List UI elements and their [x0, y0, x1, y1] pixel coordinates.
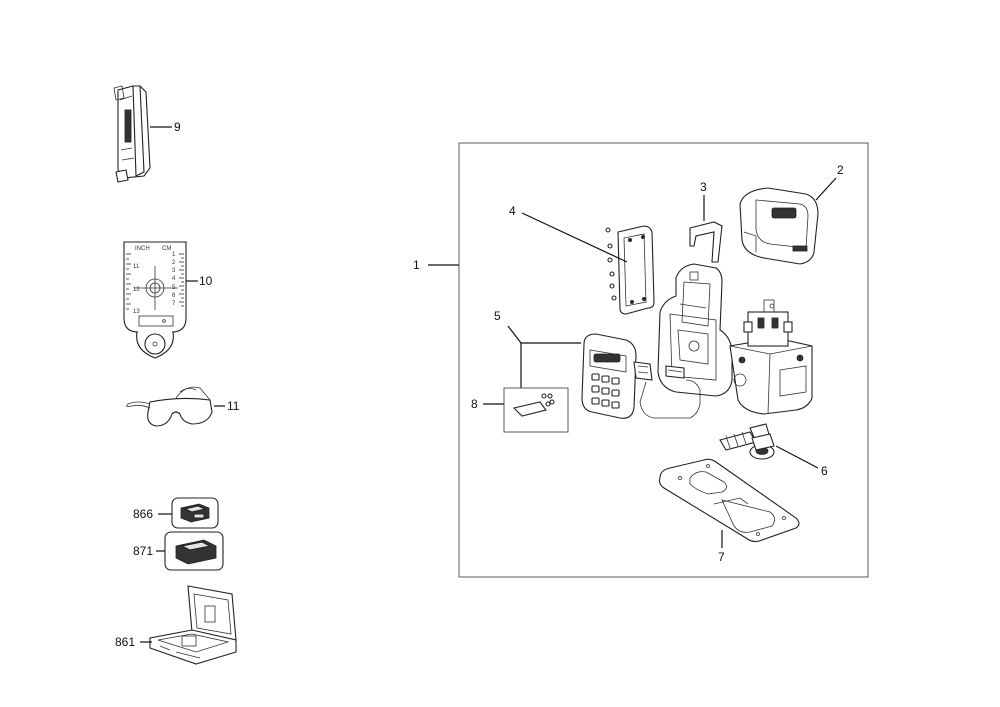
- target-card-header-right: CM: [162, 246, 171, 252]
- callout-2: 2: [837, 163, 844, 177]
- leader-5-diagonal: [507, 325, 522, 344]
- target-card-right-tick-1: 1: [172, 252, 176, 258]
- target-card-right-tick-7: 7: [172, 301, 176, 307]
- part-861-carrying-case: [149, 585, 237, 665]
- part-871-charger: [164, 531, 224, 571]
- part-4-gasket-plate: [605, 225, 655, 315]
- assembly-frame: [458, 142, 869, 578]
- target-card-right-tick-2: 2: [172, 260, 176, 266]
- callout-11: 11: [227, 399, 240, 413]
- internal-mechanism: [729, 299, 813, 415]
- target-card-header-left: INCH: [135, 246, 150, 252]
- callout-861: 861: [115, 635, 135, 649]
- part-10-target-card: INCH CM 11 12 13 1 2 3 4 5 6 7: [123, 241, 187, 359]
- callout-5: 5: [494, 309, 501, 323]
- part-866-battery: [171, 497, 219, 529]
- target-card-left-tick-3: 13: [133, 309, 140, 315]
- part-8-label-kit: [503, 387, 569, 433]
- leader-6: [775, 445, 819, 469]
- callout-8: 8: [471, 397, 478, 411]
- callout-866: 866: [133, 507, 153, 521]
- callout-4: 4: [509, 204, 516, 218]
- part-6-mounting-stud: [719, 423, 775, 460]
- part-5-front-panel: [581, 333, 701, 419]
- target-card-left-tick-2: 12: [133, 287, 140, 293]
- part-7-base-plate: [658, 458, 800, 543]
- target-card-right-tick-3: 3: [172, 268, 176, 274]
- callout-6: 6: [821, 464, 828, 478]
- callout-3: 3: [700, 180, 707, 194]
- target-card-right-tick-6: 6: [172, 293, 176, 299]
- screws: [605, 227, 617, 301]
- leader-2: [815, 177, 837, 201]
- part-11-laser-glasses: [126, 386, 213, 427]
- part-3-bracket: [689, 221, 723, 263]
- part-9-mounting-clip: [113, 85, 151, 183]
- callout-871: 871: [133, 544, 153, 558]
- callout-9: 9: [174, 120, 181, 134]
- target-card-left-tick-1: 11: [133, 264, 140, 270]
- target-card-right-tick-4: 4: [172, 276, 176, 282]
- callout-7: 7: [718, 550, 725, 564]
- callout-1: 1: [413, 258, 420, 272]
- leader-4: [521, 212, 628, 263]
- part-2-protective-cover: [739, 187, 819, 265]
- callout-10: 10: [199, 274, 213, 288]
- main-housing: [657, 263, 733, 397]
